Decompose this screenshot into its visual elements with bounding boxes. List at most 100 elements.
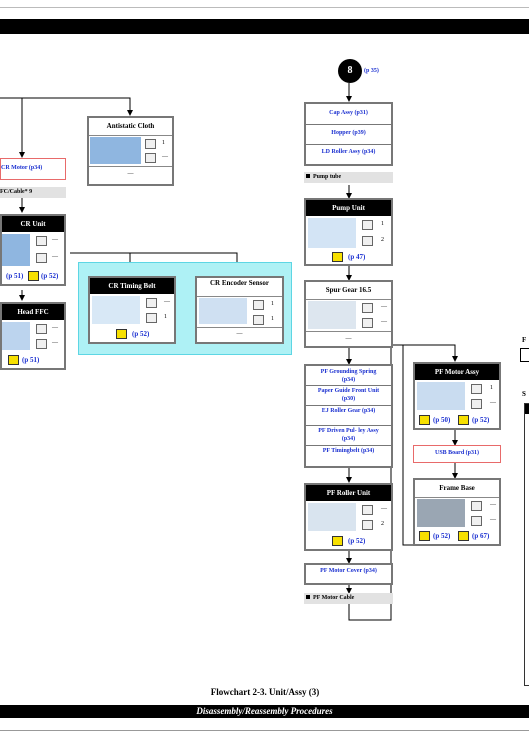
links-mid-box: PF Grounding Spring (p34) Paper Guide Fr…: [304, 364, 393, 468]
head-ffc-box: Head FFC — — (p 51): [0, 302, 66, 370]
frame-base-box: Frame Base — — (p 52) (p 67): [413, 478, 501, 546]
bottom-rule: [0, 730, 529, 731]
cr-unit-ref-1[interactable]: (p 51): [6, 272, 24, 280]
links-top-box: Cap Assy (p31) Hopper (p39) LD Roller As…: [304, 102, 393, 166]
cr-timing-belt-ref[interactable]: (p 52): [132, 330, 150, 338]
flowchart-caption: Flowchart 2-3. Unit/Assy (3): [210, 687, 320, 697]
cr-encoder-title: CR Encoder Sensor: [210, 279, 269, 287]
screwdriver-icon: [419, 531, 430, 541]
pump-tube-label: Pump tube: [313, 174, 342, 180]
cr-unit-ref-2[interactable]: (p 52): [41, 272, 59, 280]
cr-motor-label[interactable]: CR Motor (p34): [1, 165, 43, 171]
hook-icon: [8, 355, 19, 365]
antistatic-footer: —: [127, 171, 134, 177]
antistatic-cloth-title: Antistatic Cloth: [106, 122, 155, 130]
frame-base-ref-2[interactable]: (p 67): [472, 532, 490, 540]
step-8-circle: 8: [338, 59, 362, 83]
spur-gear-count-2: —: [381, 319, 387, 325]
screwdriver-icon: [362, 220, 373, 230]
paper-guide-link[interactable]: Paper Guide Front Unit (p30): [317, 388, 380, 402]
spur-gear-photo: [308, 301, 356, 329]
hopper-link[interactable]: Hopper (p39): [331, 130, 366, 136]
antistatic-count-1: 1: [162, 140, 165, 146]
head-ffc-ref[interactable]: (p 51): [22, 356, 40, 364]
frame-base-title: Frame Base: [439, 484, 475, 492]
pump-unit-photo: [308, 218, 356, 248]
wrench-icon: [471, 516, 482, 526]
pf-motor-assy-count-1: 1: [490, 385, 493, 391]
cr-timing-belt-box: CR Timing Belt — 1 (p 52): [88, 276, 176, 344]
hook-icon: [332, 252, 343, 262]
wrench-icon: [145, 153, 156, 163]
wrench-icon: [362, 318, 373, 328]
pf-motor-assy-box: PF Motor Assy 1 — (p 50) (p 52): [413, 362, 501, 430]
cr-unit-count-1: —: [52, 237, 58, 243]
screwdriver-icon: [362, 505, 373, 515]
spur-gear-count-1: —: [381, 304, 387, 310]
step-8-ref[interactable]: (p 35): [364, 68, 379, 74]
antistatic-cloth-box: Antistatic Cloth 1 — —: [87, 116, 174, 186]
pf-motor-assy-ref-1[interactable]: (p 50): [433, 416, 451, 424]
head-ffc-photo: [2, 322, 30, 350]
spur-gear-title: Spur Gear 16.5: [325, 286, 372, 294]
screwdriver-icon: [146, 298, 157, 308]
wrench-icon: [36, 339, 47, 349]
usb-board-link[interactable]: USB Board (p31): [434, 450, 479, 456]
frame-base-photo: [417, 499, 465, 527]
screwdriver-icon: [253, 300, 264, 310]
wrench-icon: [362, 236, 373, 246]
pump-unit-title: Pump Unit: [306, 200, 391, 216]
pump-unit-count-1: 1: [381, 221, 384, 227]
pf-motor-assy-ref-2[interactable]: (p 52): [472, 416, 490, 424]
cr-timing-belt-title: CR Timing Belt: [90, 278, 174, 294]
edge-fragment-s: S: [522, 390, 526, 398]
pump-unit-count-2: 2: [381, 237, 384, 243]
cr-encoder-box: CR Encoder Sensor 1 1 —: [195, 276, 284, 344]
cr-timing-belt-photo: [92, 296, 140, 324]
screwdriver-icon: [458, 415, 469, 425]
antistatic-cloth-photo: [90, 137, 141, 164]
fc-cable-label: FC/Cable* 9: [0, 189, 33, 195]
screwdriver-icon: [28, 271, 39, 281]
head-ffc-title: Head FFC: [2, 304, 64, 320]
pf-grounding-link[interactable]: PF Grounding Spring (p34): [320, 369, 377, 383]
cr-unit-photo: [2, 234, 30, 266]
wrench-icon: [253, 315, 264, 325]
edge-table-fragment: [520, 348, 529, 362]
frame-base-ref-1[interactable]: (p 52): [433, 532, 451, 540]
screwdriver-icon: [471, 384, 482, 394]
cr-unit-box: CR Unit — — (p 51) (p 52): [0, 214, 66, 286]
wrench-icon: [146, 313, 157, 323]
header-bar: [0, 19, 529, 34]
pf-roller-ref[interactable]: (p 52): [348, 537, 366, 545]
pf-driven-pulley-link[interactable]: PF Driven Pul- ley Assy (p34): [318, 428, 379, 442]
top-rule: [0, 7, 529, 8]
pf-motor-cover-link[interactable]: PF Motor Cover (p34): [320, 568, 377, 574]
pump-unit-ref[interactable]: (p 47): [348, 253, 366, 261]
edge-table-frame: [524, 403, 529, 686]
ej-roller-link[interactable]: EJ Roller Gear (p34): [321, 408, 376, 414]
cr-encoder-photo: [199, 298, 247, 324]
screwdriver-icon: [145, 139, 156, 149]
usb-board-link-box: USB Board (p31): [413, 445, 501, 463]
screwdriver-icon: [471, 501, 482, 511]
wrench-icon: [362, 520, 373, 530]
ld-roller-link[interactable]: LD Roller Assy (p34): [321, 149, 376, 155]
pf-motor-assy-photo: [417, 382, 465, 410]
pf-roller-title: PF Roller Unit: [306, 485, 391, 501]
cr-encoder-count-1: 1: [271, 301, 274, 307]
screwdriver-icon: [36, 324, 47, 334]
pf-timingbelt-link[interactable]: PF Timingbelt (p34): [322, 448, 375, 454]
pf-roller-count-2: 2: [381, 521, 384, 527]
cr-encoder-footer: —: [236, 331, 243, 337]
fc-cable-bar: FC/Cable* 9: [0, 187, 66, 198]
pf-motor-cable-bar: PF Motor Cable: [304, 593, 393, 604]
pf-motor-cover-link-box: PF Motor Cover (p34): [304, 563, 393, 585]
screwdriver-icon: [36, 236, 47, 246]
cap-assy-link[interactable]: Cap Assy (p31): [329, 110, 368, 116]
cr-timing-belt-count-2: 1: [164, 314, 167, 320]
cr-timing-belt-count-1: —: [164, 299, 170, 305]
cr-motor-link[interactable]: CR Motor (p34): [0, 158, 66, 180]
screwdriver-icon: [332, 536, 343, 546]
pump-tube-bar: Pump tube: [304, 172, 393, 183]
